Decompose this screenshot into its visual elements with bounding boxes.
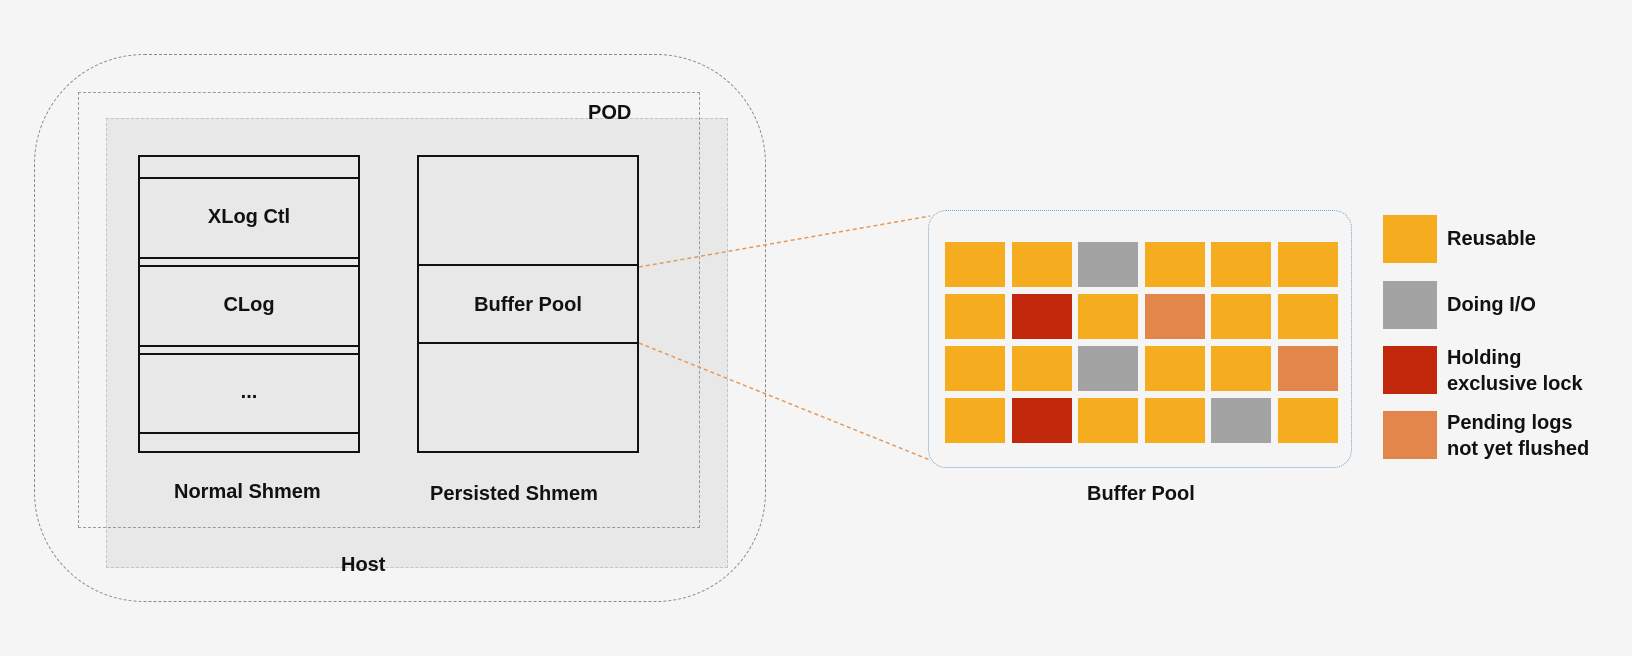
buffer-cell-pending-logs (1144, 294, 1205, 339)
buffer-pool-detail-frame (928, 210, 1352, 468)
legend-label-line1: Reusable (1447, 228, 1536, 250)
legend-label-line1: Doing I/O (1447, 294, 1536, 316)
buffer-cell-reusable (1144, 398, 1205, 443)
divider (140, 177, 358, 179)
buffer-pool-segment-label: Buffer Pool (474, 294, 582, 316)
buffer-cell-reusable (1078, 398, 1138, 443)
buffer-cell-reusable (1277, 398, 1338, 443)
buffer-cell-reusable (945, 398, 1005, 443)
buffer-cell-exclusive-lock (1011, 294, 1072, 339)
buffer-cell-doing-io (1078, 346, 1138, 391)
buffer-cell-reusable (1011, 346, 1072, 391)
buffer-cell-reusable (1277, 294, 1338, 339)
buffer-cell-reusable (1277, 242, 1338, 287)
legend-label-doing-io: Doing I/O (1447, 292, 1536, 318)
buffer-cell-doing-io (1211, 398, 1271, 443)
buffer-cell-reusable (1211, 346, 1271, 391)
host-boundary (34, 54, 766, 602)
buffer-cell-reusable (1211, 294, 1271, 339)
buffer-cell-doing-io (1078, 242, 1138, 287)
buffer-cell-reusable (1144, 242, 1205, 287)
divider (140, 432, 358, 434)
legend-swatch-doing-io (1383, 281, 1437, 329)
persisted-shmem-box: Buffer Pool (417, 155, 639, 453)
legend-label-line1: Holding (1447, 347, 1522, 369)
xlog-ctl-segment: XLog Ctl (207, 206, 291, 228)
buffer-cell-reusable (945, 242, 1005, 287)
clog-segment: CLog (223, 294, 275, 316)
normal-shmem-label: Normal Shmem (174, 481, 321, 503)
host-label: Host (341, 554, 386, 576)
buffer-pool-segment: Buffer Pool (417, 264, 639, 344)
legend-label-line2: not yet flushed (1447, 438, 1590, 460)
legend-label-pending-logs: Pending logs not yet flushed (1447, 410, 1589, 462)
divider (140, 257, 358, 259)
divider (140, 353, 358, 355)
legend-swatch-reusable (1383, 215, 1437, 263)
buffer-cell-reusable (1078, 294, 1138, 339)
buffer-cell-reusable (1011, 242, 1072, 287)
buffer-pool-caption: Buffer Pool (1087, 483, 1195, 505)
legend-label-line2: exclusive lock (1447, 373, 1583, 395)
buffer-cell-exclusive-lock (1011, 398, 1072, 443)
pod-label: POD (588, 102, 632, 124)
buffer-cell-reusable (945, 294, 1005, 339)
pod-boundary (78, 92, 700, 528)
legend-swatch-exclusive-lock (1383, 346, 1437, 394)
buffer-pool-grid (945, 242, 1338, 445)
persisted-shmem-label: Persisted Shmem (430, 483, 598, 505)
legend-label-exclusive-lock: Holding exclusive lock (1447, 345, 1583, 397)
legend-label-line1: Pending logs (1447, 412, 1573, 434)
zoom-line-top (638, 215, 931, 268)
ellipsis-segment: ... (240, 381, 258, 403)
buffer-cell-reusable (1144, 346, 1205, 391)
buffer-cell-reusable (1211, 242, 1271, 287)
divider (140, 265, 358, 267)
legend-label-reusable: Reusable (1447, 226, 1536, 252)
buffer-cell-pending-logs (1277, 346, 1338, 391)
normal-shmem-box: XLog Ctl CLog ... (138, 155, 360, 453)
buffer-cell-reusable (945, 346, 1005, 391)
divider (140, 345, 358, 347)
legend-swatch-pending-logs (1383, 411, 1437, 459)
zoom-line-bottom (638, 342, 931, 461)
